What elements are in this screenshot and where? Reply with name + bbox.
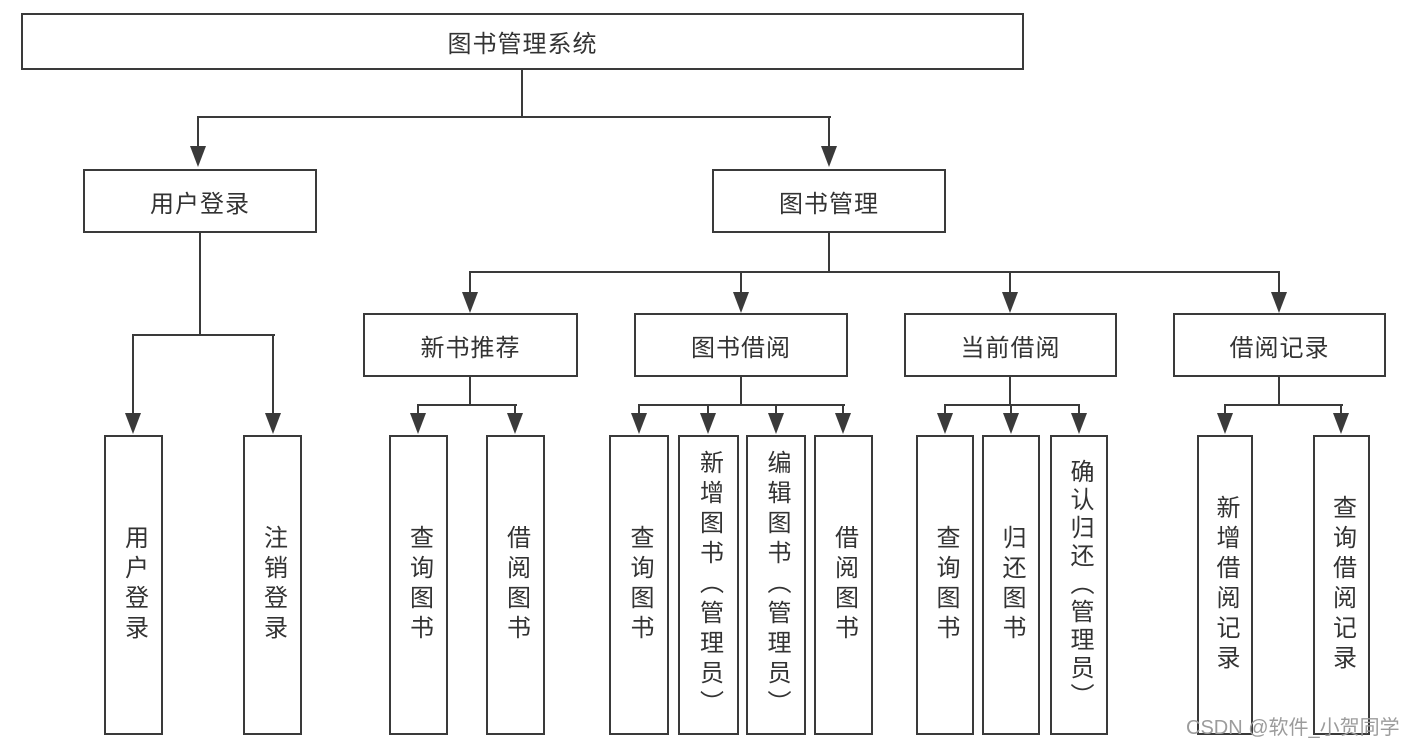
connector-line [775, 404, 777, 415]
leaf-query-book-2-label: 查询图书 [626, 525, 653, 645]
leaf-return-book: 归还图书 [982, 435, 1040, 735]
connector-line [469, 271, 471, 294]
connector-line [469, 377, 471, 406]
connector-line [707, 404, 709, 415]
arrow-down-icon [1271, 292, 1287, 313]
connector-line [828, 116, 830, 148]
connector-line [197, 116, 831, 118]
connector-line [828, 233, 830, 273]
connector-line [417, 404, 419, 415]
node-root-label: 图书管理系统 [447, 31, 598, 58]
leaf-user-login-label: 用户登录 [120, 525, 148, 645]
connector-line [944, 404, 1080, 406]
arrow-down-icon [1217, 413, 1233, 434]
connector-line [638, 404, 640, 415]
arrow-down-icon [733, 292, 749, 313]
arrow-down-icon [507, 413, 523, 434]
leaf-query-book-1-label: 查询图书 [405, 525, 433, 645]
csdn-watermark: CSDN @软件_小贺同学 [1186, 717, 1400, 739]
connector-line [1278, 271, 1280, 294]
node-current-borrow: 当前借阅 [904, 313, 1117, 377]
connector-line [272, 334, 274, 414]
node-current-borrow-label: 当前借阅 [960, 334, 1061, 362]
connector-line [638, 404, 845, 406]
arrow-down-icon [700, 413, 716, 434]
arrow-down-icon [1002, 292, 1018, 313]
leaf-query-book-2: 查询图书 [609, 435, 669, 735]
leaf-borrow-book-2: 借阅图书 [814, 435, 873, 735]
arrow-down-icon [631, 413, 647, 434]
leaf-logout: 注销登录 [243, 435, 302, 735]
leaf-add-borrow-record-label: 新增借阅记录 [1212, 495, 1239, 675]
leaf-query-borrow-record: 查询借阅记录 [1313, 435, 1370, 735]
connector-line [199, 233, 201, 336]
node-book-management: 图书管理 [712, 169, 946, 233]
node-borrow-record-label: 借阅记录 [1229, 334, 1330, 362]
leaf-query-book-3-label: 查询图书 [932, 525, 959, 645]
connector-line [1078, 404, 1080, 415]
leaf-borrow-book-1-label: 借阅图书 [502, 525, 530, 645]
connector-line [1009, 271, 1011, 294]
leaf-edit-book-admin: 编辑图书（管理员） [746, 435, 806, 735]
connector-line [197, 116, 199, 148]
connector-line [1010, 404, 1012, 415]
connector-line [740, 377, 742, 406]
connector-line [842, 404, 844, 415]
arrow-down-icon [125, 413, 141, 434]
node-book-management-label: 图书管理 [779, 190, 879, 218]
connector-line [1224, 404, 1343, 406]
leaf-logout-label: 注销登录 [259, 525, 287, 645]
node-book-borrow-label: 图书借阅 [691, 334, 791, 362]
arrow-down-icon [462, 292, 478, 313]
connector-line [417, 404, 517, 406]
connector-line [740, 271, 742, 294]
leaf-confirm-return-admin-label: 确认归还（管理员） [1066, 459, 1093, 711]
leaf-query-book-3: 查询图书 [916, 435, 974, 735]
arrow-down-icon [1071, 413, 1087, 434]
arrow-down-icon [190, 146, 206, 167]
arrow-down-icon [821, 146, 837, 167]
arrow-down-icon [1003, 413, 1019, 434]
arrow-down-icon [937, 413, 953, 434]
leaf-add-book-admin: 新增图书（管理员） [678, 435, 739, 735]
leaf-query-book-1: 查询图书 [389, 435, 448, 735]
connector-line [1340, 404, 1342, 415]
connector-line [944, 404, 946, 415]
node-user-login-label: 用户登录 [150, 190, 250, 218]
leaf-query-borrow-record-label: 查询借阅记录 [1328, 495, 1356, 675]
arrow-down-icon [410, 413, 426, 434]
node-book-borrow: 图书借阅 [634, 313, 848, 377]
leaf-add-borrow-record: 新增借阅记录 [1197, 435, 1253, 735]
leaf-add-book-admin-label: 新增图书（管理员） [695, 450, 723, 720]
node-new-book-recommend: 新书推荐 [363, 313, 578, 377]
connector-line [1278, 377, 1280, 406]
connector-line [514, 404, 516, 415]
connector-line [132, 334, 134, 414]
leaf-user-login: 用户登录 [104, 435, 163, 735]
node-borrow-record: 借阅记录 [1173, 313, 1386, 377]
arrow-down-icon [265, 413, 281, 434]
leaf-edit-book-admin-label: 编辑图书（管理员） [763, 450, 790, 720]
connector-line [469, 271, 1280, 273]
connector-line [1009, 377, 1011, 406]
leaf-confirm-return-admin: 确认归还（管理员） [1050, 435, 1108, 735]
arrow-down-icon [835, 413, 851, 434]
node-root: 图书管理系统 [21, 13, 1024, 70]
arrow-down-icon [768, 413, 784, 434]
connector-line [1224, 404, 1226, 415]
leaf-return-book-label: 归还图书 [998, 525, 1025, 645]
leaf-borrow-book-1: 借阅图书 [486, 435, 545, 735]
node-user-login: 用户登录 [83, 169, 317, 233]
arrow-down-icon [1333, 413, 1349, 434]
connector-line [521, 70, 523, 118]
connector-line [132, 334, 275, 336]
leaf-borrow-book-2-label: 借阅图书 [830, 525, 858, 645]
node-new-book-recommend-label: 新书推荐 [420, 334, 521, 362]
